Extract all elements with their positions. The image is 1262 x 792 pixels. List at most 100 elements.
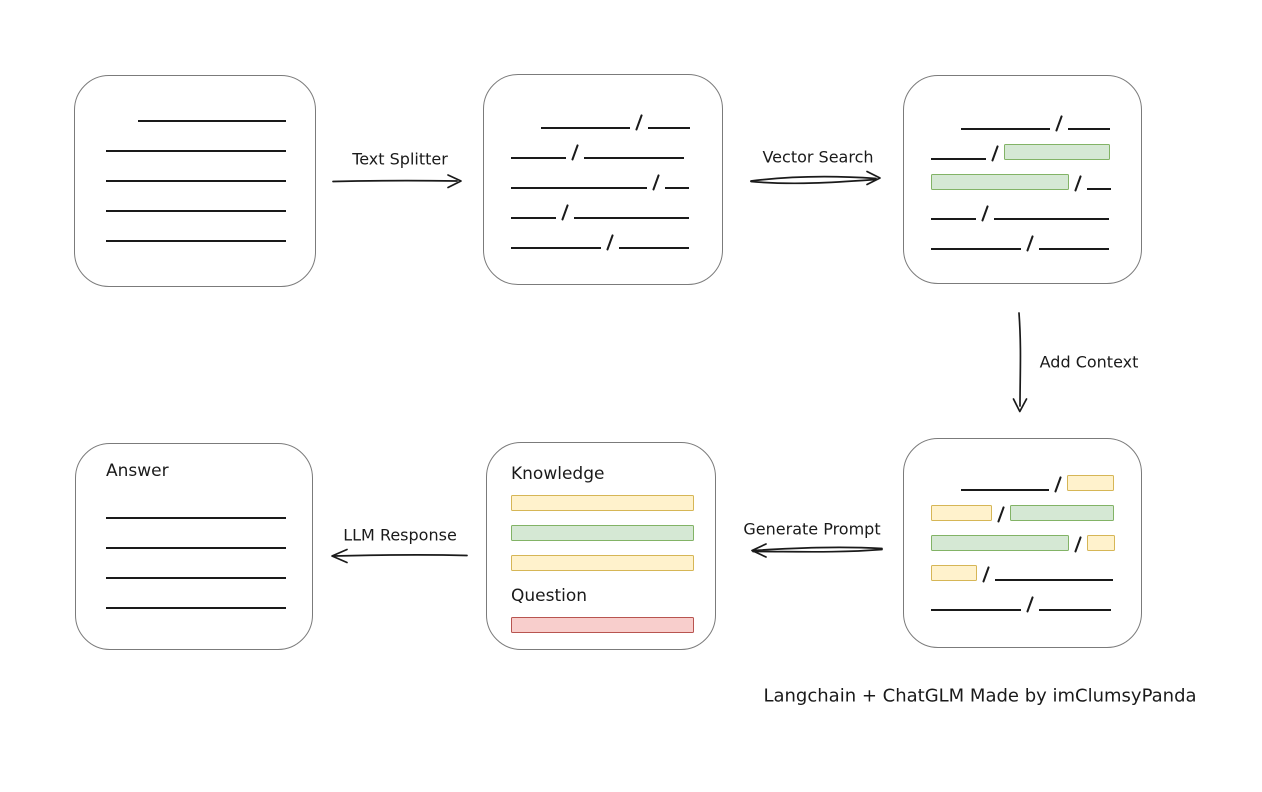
text-row: [511, 219, 702, 251]
text-line: [106, 606, 286, 609]
green-highlight: [931, 535, 1069, 551]
context-chunks-node: [903, 438, 1142, 648]
text-line: [138, 119, 286, 122]
text-splitter-arrow: [332, 174, 462, 189]
document-node: [74, 75, 316, 287]
yellow-highlight: [511, 555, 694, 571]
add-context-label: Add Context: [1039, 352, 1139, 372]
text-row: [511, 481, 715, 511]
text-row: [106, 489, 286, 519]
text-line: [511, 156, 566, 159]
llm-response-label: LLM Response: [343, 525, 457, 545]
text-row: [931, 190, 1121, 222]
prompt-node: Knowledge Question: [486, 442, 716, 650]
question-label: Question: [511, 586, 588, 606]
context-chunk-lines: [931, 461, 1123, 613]
yellow-highlight: [511, 495, 694, 511]
text-line: [541, 126, 630, 129]
text-line: [961, 488, 1049, 491]
text-row: [106, 182, 286, 212]
text-row: [931, 160, 1121, 192]
answer-node: Answer: [75, 443, 313, 650]
text-line: [584, 156, 685, 159]
slash-separator: [606, 234, 615, 251]
text-line: [648, 126, 691, 129]
text-line: [1039, 608, 1112, 611]
text-row: [511, 159, 702, 191]
answer-label: Answer: [106, 461, 169, 481]
text-line: [106, 209, 286, 212]
text-line: [931, 608, 1021, 611]
text-row: [106, 122, 286, 152]
text-line: [931, 247, 1021, 250]
diagram-caption: Langchain + ChatGLM Made by imClumsyPand…: [763, 685, 1197, 707]
text-row: [106, 519, 286, 549]
green-highlight: [931, 174, 1069, 190]
text-line: [931, 217, 976, 220]
vector-search-arrow: [750, 170, 881, 186]
red-highlight: [511, 617, 694, 633]
green-highlight: [511, 525, 694, 541]
text-line: [1039, 247, 1110, 250]
text-line: [106, 516, 286, 519]
text-line: [1068, 127, 1111, 130]
text-line: [106, 546, 286, 549]
text-row: [931, 491, 1123, 523]
text-row: [931, 130, 1121, 162]
generate-prompt-arrow: [751, 543, 883, 558]
generate-prompt-label: Generate Prompt: [743, 519, 881, 539]
slash-separator: [1026, 235, 1035, 252]
text-line: [574, 216, 690, 219]
yellow-highlight: [931, 565, 977, 581]
text-splitter-label: Text Splitter: [352, 149, 448, 169]
yellow-highlight: [1067, 475, 1115, 491]
green-highlight: [1004, 144, 1111, 160]
text-line: [511, 246, 601, 249]
yellow-highlight: [1087, 535, 1116, 551]
split-chunks-node: [483, 74, 723, 285]
text-line: [931, 157, 986, 160]
text-row: [931, 521, 1123, 553]
text-line: [995, 578, 1114, 581]
text-row: [511, 511, 715, 541]
text-row: [106, 152, 286, 182]
question-bar: [511, 603, 715, 633]
text-row: [511, 541, 715, 571]
text-row: [511, 129, 702, 161]
matched-chunk-lines: [931, 100, 1121, 252]
vector-search-label: Vector Search: [762, 147, 874, 167]
text-row: [511, 99, 702, 131]
text-line: [106, 179, 286, 182]
text-line: [511, 216, 556, 219]
add-context-arrow: [1012, 312, 1028, 413]
text-row: [511, 189, 702, 221]
text-line: [106, 239, 286, 242]
text-row: [931, 461, 1123, 493]
chunk-lines: [511, 99, 702, 251]
text-row: [106, 92, 286, 122]
text-line: [1087, 187, 1112, 190]
knowledge-bars: [511, 481, 715, 571]
llm-response-arrow: [331, 548, 468, 564]
text-line: [106, 149, 286, 152]
text-row: [106, 212, 286, 242]
text-row: [931, 100, 1121, 132]
text-line: [665, 186, 690, 189]
text-line: [961, 127, 1050, 130]
text-row: [511, 603, 715, 633]
green-highlight: [1010, 505, 1115, 521]
knowledge-label: Knowledge: [511, 464, 605, 484]
text-row: [931, 551, 1123, 583]
document-lines: [106, 92, 286, 242]
yellow-highlight: [931, 505, 992, 521]
text-line: [511, 186, 647, 189]
text-row: [931, 581, 1123, 613]
answer-lines: [106, 489, 286, 609]
text-line: [106, 576, 286, 579]
text-line: [619, 246, 690, 249]
text-row: [931, 220, 1121, 252]
text-line: [994, 217, 1110, 220]
slash-separator: [1026, 596, 1035, 613]
text-row: [106, 579, 286, 609]
